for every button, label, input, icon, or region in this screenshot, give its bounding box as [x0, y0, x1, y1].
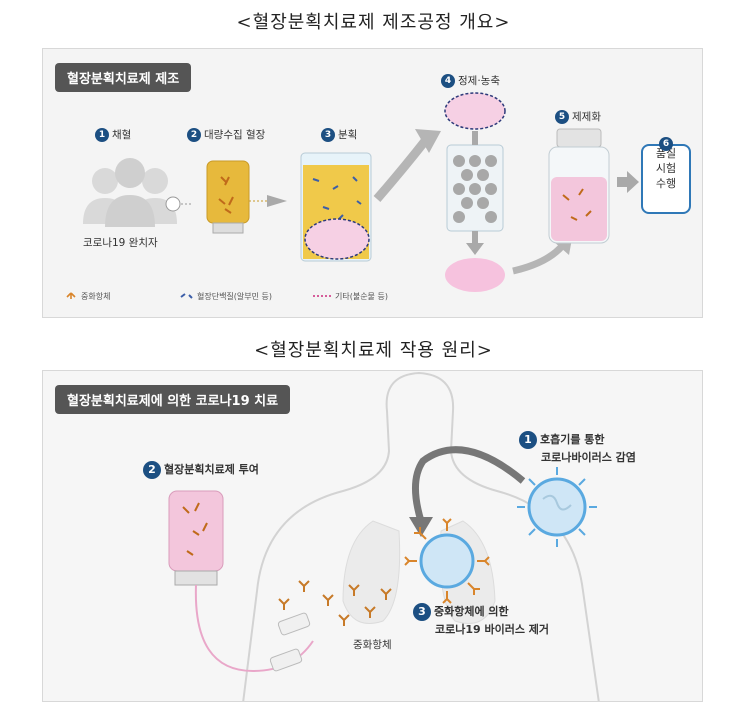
administration-badge: 2: [143, 461, 161, 479]
qc-line-3: 수행: [655, 177, 677, 190]
purified-antibody-icon: [444, 92, 506, 130]
iv-bag-icon: [168, 490, 224, 586]
process-heading: <혈장분획치료제 제조공정 개요>: [236, 12, 511, 33]
step-1-badge: 1: [95, 128, 109, 142]
qc-line-2: 시험: [655, 162, 677, 175]
step-5-label: 제제화: [572, 111, 601, 123]
process-tag: 혈장분획치료제 제조: [55, 63, 192, 92]
legend-protein: 혈장단백질(알부민 등): [197, 292, 273, 301]
formulation-bottle-icon: [548, 128, 610, 244]
process-illustration: [66, 92, 639, 299]
step-3-label: 분획: [338, 129, 358, 141]
infection-badge: 1: [519, 431, 537, 449]
step-5-badge: 5: [555, 110, 569, 124]
concentrated-antibody-icon: [445, 258, 505, 292]
plasma-bag-icon: [206, 160, 250, 234]
donor-label: 코로나19 완치자: [83, 237, 158, 249]
donor-people-icon: [83, 158, 177, 227]
step-3-badge: 3: [321, 128, 335, 142]
iv-tape-icon: [277, 612, 311, 636]
legend-other: 기타(불순물 등): [335, 292, 388, 301]
principle-tag: 혈장분획치료제에 의한 코로나19 치료: [55, 385, 291, 414]
neutralized-virus-icon: [404, 518, 490, 604]
step-1-label: 채혈: [112, 129, 132, 141]
purification-column-icon: [446, 144, 504, 232]
step-4-label: 정제·농축: [458, 75, 500, 87]
neutralization-badge: 3: [413, 603, 431, 621]
principle-heading: <혈장분획치료제 작용 원리>: [254, 340, 493, 361]
quality-test-box: 6 품질 시험 수행: [641, 137, 691, 214]
principle-illustration: [168, 371, 600, 701]
neutralization-line-1: 중화항체에 의한: [434, 605, 509, 618]
iv-tape-icon-2: [269, 648, 303, 672]
legend-antibody-icon: [66, 292, 76, 299]
qc-line-1: 품질: [655, 147, 677, 160]
step-2-label: 대량수집 혈장: [204, 129, 266, 141]
legend-protein-icon: [180, 293, 193, 299]
step-2-badge: 2: [187, 128, 201, 142]
administration-label: 혈장분획치료제 투여: [164, 463, 259, 476]
collection-icon: [165, 196, 193, 212]
step-4-badge: 4: [441, 74, 455, 88]
antibodies-icon: [278, 580, 392, 626]
antibody-label: 중화항체: [353, 639, 392, 651]
virus-icon: [517, 467, 597, 547]
step-6-badge: 6: [659, 137, 673, 151]
legend-antibody: 중화항체: [81, 292, 111, 301]
human-silhouette: [242, 371, 600, 701]
neutralization-line-2: 코로나19 바이러스 제거: [435, 623, 550, 636]
antibody-fraction-icon: [304, 218, 370, 260]
infection-line-1: 호흡기를 통한: [540, 433, 605, 446]
infection-line-2: 코로나바이러스 감염: [541, 451, 636, 464]
